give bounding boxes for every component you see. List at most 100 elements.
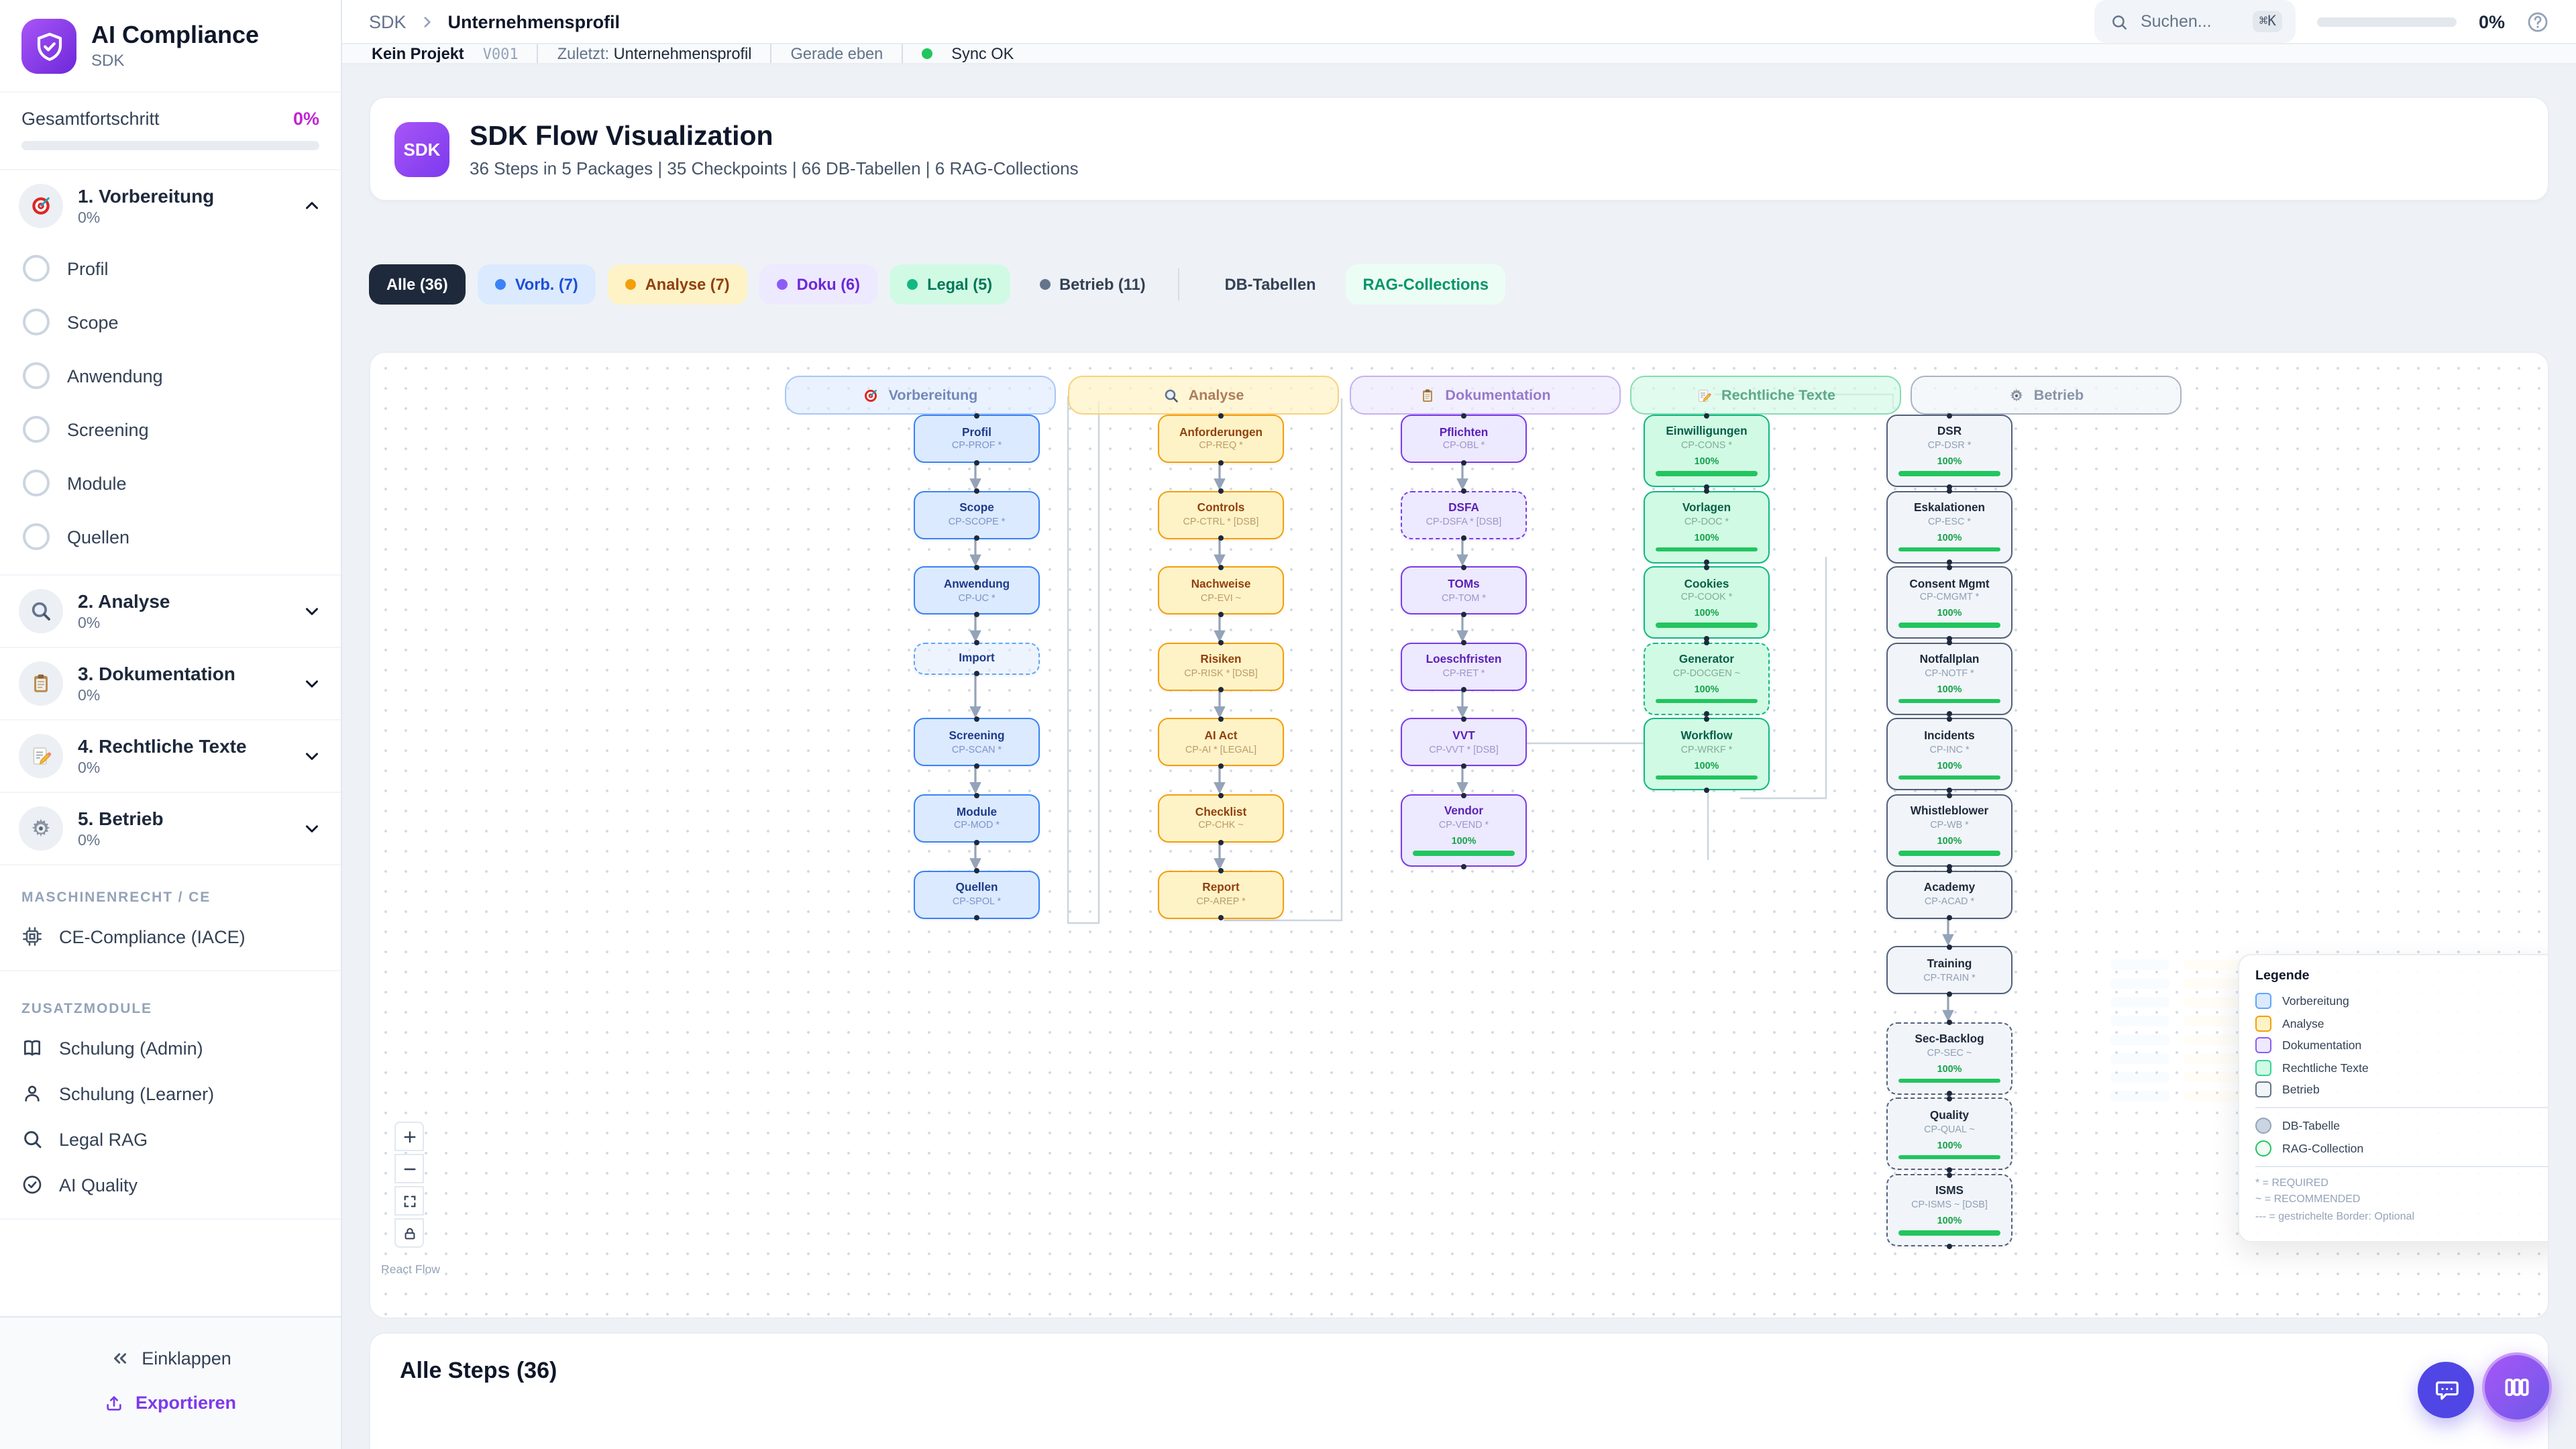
step-label: Screening	[67, 419, 149, 439]
filter-pill-analyse-7-[interactable]: Analyse (7)	[607, 264, 747, 305]
filter-pill-legal-5-[interactable]: Legal (5)	[890, 264, 1010, 305]
fit-view-button[interactable]	[394, 1186, 424, 1216]
link-label: Schulung (Admin)	[59, 1038, 203, 1058]
node-code: CP-ACAD *	[1924, 895, 1975, 908]
sidebar-link-schulung-learner-[interactable]: Schulung (Learner)	[21, 1071, 319, 1116]
sidebar-item-profil[interactable]: Profil	[0, 241, 341, 295]
export-button[interactable]: Exportieren	[0, 1381, 341, 1425]
zoom-out-button[interactable]	[394, 1154, 424, 1183]
book-icon	[21, 1037, 43, 1059]
search-input[interactable]: Suchen... ⌘K	[2094, 0, 2296, 43]
divider	[770, 44, 772, 63]
sidebar-item-quellen[interactable]: Quellen	[0, 510, 341, 564]
sidebar-item-anwendung[interactable]: Anwendung	[0, 349, 341, 402]
db-table-ghost	[2184, 1091, 2243, 1102]
filter-pill-db-tabellen[interactable]: DB-Tabellen	[1207, 264, 1334, 305]
filter-pill-alle-36-[interactable]: Alle (36)	[369, 264, 466, 305]
node-title: Anforderungen	[1179, 425, 1263, 439]
chevron-down-icon	[302, 746, 322, 766]
filter-pill-vorb-7-[interactable]: Vorb. (7)	[477, 264, 596, 305]
link-label: AI Quality	[59, 1175, 138, 1195]
magnifier-icon	[19, 589, 63, 633]
chat-bubble-icon	[2432, 1376, 2460, 1404]
filter-pill-rag-collections[interactable]: RAG-Collections	[1345, 264, 1506, 305]
sidebar-link-legal-rag[interactable]: Legal RAG	[21, 1116, 319, 1162]
node-progress-bar	[1898, 1078, 2000, 1083]
sidebar-link-schulung-admin-[interactable]: Schulung (Admin)	[21, 1025, 319, 1071]
zoom-in-button[interactable]	[394, 1122, 424, 1151]
filter-pill-betrieb-11-[interactable]: Betrieb (11)	[1022, 264, 1163, 305]
sidebar-item-scope[interactable]: Scope	[0, 295, 341, 349]
sidebar-item-module[interactable]: Module	[0, 456, 341, 510]
shield-check-icon	[21, 19, 76, 74]
filter-pill-doku-6-[interactable]: Doku (6)	[759, 264, 878, 305]
node-progress-value: 100%	[1937, 1214, 1962, 1227]
lock-button[interactable]	[394, 1218, 424, 1248]
last-sync-time: Gerade eben	[790, 44, 883, 63]
breadcrumb-sdk[interactable]: SDK	[369, 11, 407, 32]
panel-toggle-button[interactable]	[2482, 1352, 2552, 1422]
node-code: CP-QUAL ~	[1924, 1122, 1975, 1135]
chat-button[interactable]	[2418, 1362, 2474, 1418]
db-table-ghost	[2184, 997, 2243, 1008]
search-icon	[21, 1128, 43, 1150]
sidebar-link-ai-quality[interactable]: AI Quality	[21, 1162, 319, 1208]
package-percent: 0%	[78, 833, 101, 849]
node-title: Module	[956, 804, 998, 818]
node-title: Incidents	[1924, 728, 1975, 742]
sidebar-link-ce-compliance-iace-[interactable]: CE-Compliance (IACE)	[21, 914, 319, 959]
pill-label: Vorb. (7)	[515, 275, 578, 294]
legend-label: DB-Tabelle	[2282, 1119, 2341, 1132]
step-label: Profil	[67, 258, 109, 278]
help-icon[interactable]	[2526, 10, 2549, 33]
sidebar-item-screening[interactable]: Screening	[0, 402, 341, 456]
legend-footnote: * = REQUIRED	[2255, 1176, 2328, 1188]
export-icon	[105, 1393, 123, 1412]
flow-node-import[interactable]: Import	[914, 642, 1040, 675]
collapse-sidebar-button[interactable]: Einklappen	[0, 1336, 341, 1381]
